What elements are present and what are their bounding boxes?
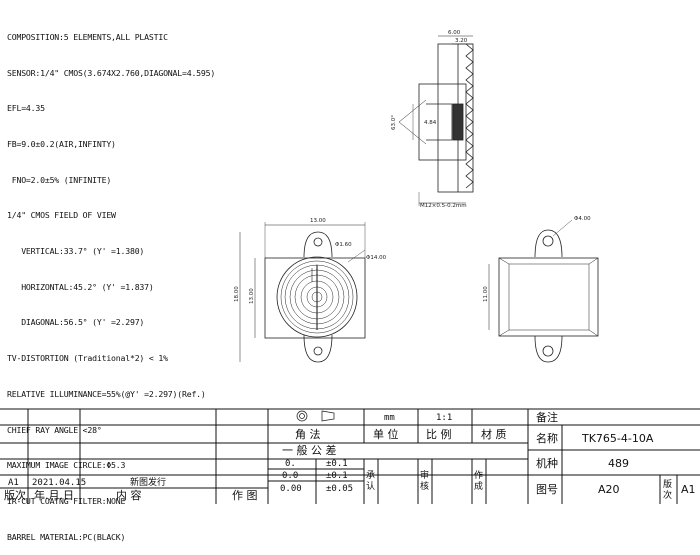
- side-barrel-outline: [418, 83, 467, 161]
- side-dim-width: 6.00: [448, 30, 461, 36]
- name-label: 名称: [536, 431, 558, 445]
- rev-date: 2021.04.15: [32, 478, 86, 488]
- col-version: 版次: [4, 488, 26, 502]
- angle-label: 角 法: [295, 427, 321, 441]
- back-ear-hole-top: [542, 235, 554, 247]
- model-label: 机种: [536, 456, 558, 470]
- unit-label: 单 位: [373, 427, 399, 441]
- front-dim-height: 18.00: [234, 286, 240, 302]
- back-ear-bottom: [534, 335, 563, 363]
- tolerance-value: ±0.05: [326, 484, 353, 494]
- spec-line: EFL=4.35: [7, 103, 45, 114]
- tolerance-label: 一 般 公 差: [282, 443, 337, 457]
- make-char-2: 成: [474, 480, 483, 492]
- spec-line: DIAGONAL:56.5° (Y' =2.297): [7, 317, 145, 328]
- back-body: [498, 257, 599, 337]
- review-char-1: 审: [420, 469, 429, 481]
- spec-line: RELATIVE ILLUMINANCE=55%(@Y' =2.297)(Ref…: [7, 388, 206, 399]
- front-ear-bottom: [303, 334, 333, 363]
- version-label: 版次: [663, 478, 672, 501]
- scale-label: 比 例: [426, 427, 452, 441]
- make-label: 作成: [474, 469, 483, 492]
- scale-value: 1:1: [436, 413, 452, 423]
- side-view: [398, 35, 474, 206]
- back-ear-hole-bottom: [542, 345, 554, 357]
- front-dim-width: 13.00: [310, 218, 326, 224]
- tolerance-value: ±0.1: [326, 459, 348, 469]
- side-dim-width2: 3.20: [455, 38, 468, 44]
- side-sensor-block: [452, 103, 464, 141]
- rev-version: A1: [8, 478, 19, 488]
- title-block-grid: [0, 408, 700, 504]
- spec-line: COMPOSITION:5 ELEMENTS,ALL PLASTIC: [7, 31, 168, 42]
- side-dim-angle: 63.0°: [391, 115, 397, 130]
- back-view: [488, 219, 599, 363]
- tolerance-value: ±0.1: [326, 471, 348, 481]
- drawing-sheet: 6.00 3.20 63.0° 4.84 M12×0.5-0.2mm 13.00…: [0, 30, 700, 504]
- side-dim-inner: 4.84: [424, 120, 437, 126]
- side-thread: [465, 43, 474, 189]
- tolerance-range: 0.0: [282, 471, 298, 481]
- make-char-1: 作: [474, 469, 483, 481]
- material-label: 材 质: [481, 427, 507, 441]
- col-date: 年.月.日: [34, 488, 74, 502]
- drawing-no-value: A20: [598, 483, 620, 496]
- spec-line: IR-CUT COATNG FILTER:NONE: [7, 495, 126, 506]
- approve-char-1: 承: [366, 470, 375, 481]
- back-ear-top: [534, 229, 563, 258]
- name-value: TK765-4-10A: [581, 432, 654, 445]
- model-value: 489: [608, 457, 629, 470]
- spec-line: 1/4" CMOS FIELD OF VIEW: [7, 210, 116, 221]
- spec-line: SENSOR:1/4" CMOS(3.674X2.760,DIAGONAL=4.…: [7, 67, 216, 78]
- tolerance-range: 0.: [285, 459, 296, 469]
- version-char-1: 版: [663, 478, 672, 490]
- remark-label: 备注: [536, 410, 558, 424]
- drawing-no-label: 图号: [536, 483, 558, 496]
- spec-line: MAXIMUM IMAGE CIRCLE:Φ5.3: [7, 460, 126, 471]
- front-ear-hole-top: [313, 237, 323, 247]
- col-content: 内 容: [116, 488, 142, 502]
- spec-line: HORIZONTAL:45.2° (Y' =1.837): [7, 281, 154, 292]
- spec-line: FB=9.0±0.2(AIR,INFINTY): [7, 138, 116, 149]
- back-dim-height: 11.00: [483, 286, 489, 302]
- spec-line: FNO=2.0±5% (INFINITE): [7, 174, 112, 185]
- front-dim-diameter: Φ14.00: [366, 255, 387, 261]
- version-char-2: 次: [663, 489, 672, 501]
- front-view: [239, 222, 366, 363]
- front-ear-top: [303, 231, 333, 258]
- col-author: 作 图: [232, 489, 258, 502]
- front-dim-inner: 13.00: [249, 288, 255, 304]
- spec-line: VERTICAL:33.7° (Y' =1.380): [7, 246, 145, 257]
- back-dim-hole: Φ4.00: [574, 216, 591, 222]
- front-lens-outer: [276, 256, 358, 338]
- tolerance-range: 0.00: [280, 484, 302, 494]
- side-dim-thread: M12×0.5-0.2mm: [420, 203, 467, 209]
- rev-content: 新图发行: [130, 476, 166, 488]
- front-ear-hole-bottom: [313, 346, 323, 356]
- approve-label: 承认: [366, 470, 375, 492]
- front-dim-hole: Φ1.60: [335, 242, 352, 248]
- front-body: [264, 257, 366, 339]
- approve-char-2: 认: [366, 480, 375, 492]
- version-value: A1: [681, 483, 696, 496]
- spec-line: CHIEF RAY ANGLE <28°: [7, 424, 102, 435]
- review-label: 审核: [420, 469, 429, 492]
- unit-value: mm: [384, 413, 395, 423]
- spec-line: BARREL MATERIAL:PC(BLACK): [7, 531, 126, 542]
- review-char-2: 核: [420, 480, 429, 492]
- projection-symbol-icon: [296, 410, 335, 422]
- spec-line: TV-DISTORTION (Traditional*2) < 1%: [7, 353, 168, 364]
